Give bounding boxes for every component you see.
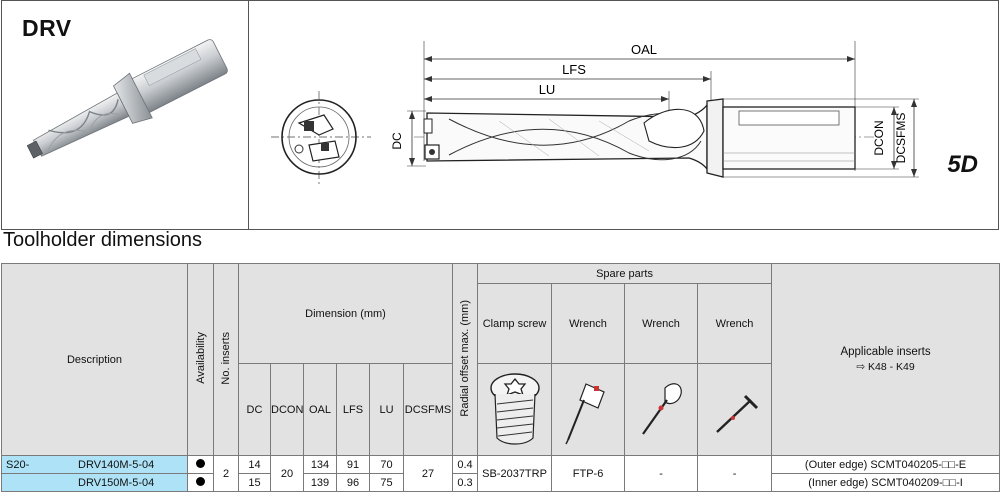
availability-cell: [187, 455, 214, 474]
table-row: S20- DRV140M-5-04 2 14 20 134 91 70 27 0…: [1, 455, 1000, 492]
table-row: DRV150M-5-04 15 139 96 75 0.3 (Inner edg…: [1, 473, 1000, 492]
availability-header-label: Availability: [194, 332, 207, 384]
clamp-screw-header: Clamp screw: [477, 283, 553, 364]
lu-label: LU: [539, 82, 556, 97]
radial-offset-header-label: Radial offset max. (mm): [459, 299, 472, 417]
side-view-diagram: [414, 98, 874, 178]
availability-cell: [187, 473, 214, 492]
no-inserts-header-label: No. inserts: [220, 331, 232, 385]
series-code: S20-: [6, 459, 30, 471]
wrench-3-cell: -: [697, 455, 773, 492]
dc-cell: 14: [238, 455, 271, 474]
lfs-cell: 96: [336, 473, 370, 492]
toolholder-dimensions-table: Description Availability No. inserts Dim…: [1, 263, 1000, 492]
dcsfms-label: DCSFMS: [894, 113, 908, 164]
dcsfms-col-header: DCSFMS: [402, 363, 454, 456]
oal-cell: 139: [303, 473, 337, 492]
insert-cell: (Outer edge) SCMT040205-□□-E: [771, 455, 1000, 474]
dcon-label: DCON: [872, 120, 886, 155]
applicable-inserts-page-ref: ⇨ K48 - K49: [856, 361, 915, 373]
availability-header: Availability: [187, 263, 214, 456]
dcon-col-header: DCON: [270, 363, 304, 456]
oal-col-header: OAL: [303, 363, 337, 456]
wrench-header-3: Wrench: [697, 283, 773, 364]
lfs-label: LFS: [562, 62, 586, 77]
spare-parts-header: Spare parts: [477, 263, 773, 284]
oal-label: OAL: [631, 42, 657, 57]
tool-photo: [26, 39, 228, 159]
dcon-cell: 20: [270, 455, 304, 492]
applicable-inserts-header: Applicable inserts ⇨ K48 - K49: [771, 263, 1000, 456]
clamp-screw-image: [477, 363, 553, 456]
dc-label: DC: [390, 132, 404, 150]
depth-label: 5D: [947, 151, 978, 178]
no-inserts-header: No. inserts: [213, 263, 239, 456]
wrench-3-image: [697, 363, 773, 456]
lu-cell: 70: [369, 455, 404, 474]
stock-dot-icon: [196, 476, 205, 486]
oal-cell: 134: [303, 455, 337, 474]
wrench-header-1: Wrench: [551, 283, 626, 364]
tool-photo-box: DRV: [2, 1, 249, 229]
lu-cell: 75: [369, 473, 404, 492]
description-cell: DRV150M-5-04: [1, 473, 188, 492]
insert-cell: (Inner edge) SCMT040209-□□-I: [771, 473, 1000, 492]
dimension-group-header: Dimension (mm): [237, 263, 454, 364]
radial-offset-header: Radial offset max. (mm): [452, 263, 479, 456]
wrench-2-image: [624, 363, 699, 456]
description-cell: S20- DRV140M-5-04: [1, 455, 188, 474]
clamp-screw-cell: SB-2037TRP: [477, 455, 553, 492]
dcsfms-cell: 27: [402, 455, 454, 492]
wrench-header-2: Wrench: [624, 283, 699, 364]
no-inserts-cell: 2: [213, 455, 239, 492]
radial-offset-cell: 0.4: [452, 455, 479, 474]
dc-col-header: DC: [238, 363, 271, 456]
lfs-cell: 91: [336, 455, 370, 474]
model-title: DRV: [22, 15, 72, 41]
technical-drawing: DC OAL LFS LU: [249, 1, 998, 229]
wrench-1-cell: FTP-6: [551, 455, 626, 492]
model-code: DRV150M-5-04: [78, 477, 155, 489]
end-view-diagram: [271, 91, 371, 185]
model-code: DRV140M-5-04: [78, 459, 155, 471]
drawing-panel: DRV: [1, 0, 999, 230]
wrench-1-image: [551, 363, 626, 456]
lfs-col-header: LFS: [336, 363, 370, 456]
section-title: Toolholder dimensions: [3, 229, 203, 251]
applicable-inserts-label: Applicable inserts: [840, 346, 931, 358]
description-header: Description: [1, 263, 188, 456]
dc-cell: 15: [238, 473, 271, 492]
stock-dot-icon: [196, 458, 205, 468]
wrench-2-cell: -: [624, 455, 699, 492]
radial-offset-cell: 0.3: [452, 473, 479, 492]
lu-col-header: LU: [369, 363, 404, 456]
